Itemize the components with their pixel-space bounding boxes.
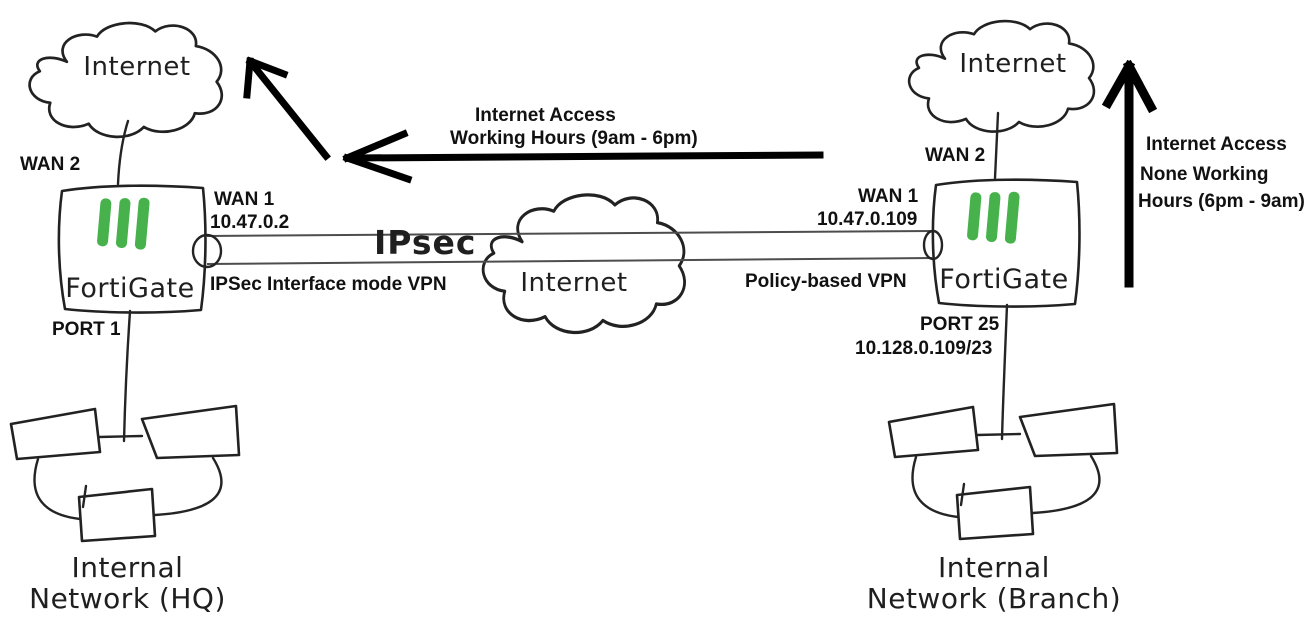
hq-network-label-line1: Internal [71,551,184,584]
hq-wan2-link [116,119,130,186]
hq-vpn-mode-label: IPSec Interface mode VPN [210,274,447,295]
branch-port-label: PORT 25 [920,314,1000,335]
branch-vpn-mode-label: Policy-based VPN [745,271,907,292]
hq-wan1-ip: 10.47.0.2 [210,212,290,233]
branch-lan-link [1000,303,1009,441]
hq-lan-link [122,309,132,443]
branch-network-label-line1: Internal [938,551,1050,584]
branch-network-label-line2: Network (Branch) [866,582,1122,615]
hq-fortinet-bars-icon [96,194,150,251]
branch-wan1-ip: 10.47.0.109 [817,209,918,230]
branch-access-annotation-line1: Internet Access [1146,134,1287,155]
branch-wan1-loop [922,229,944,261]
tunnel-line-top [206,230,935,237]
ipsec-tunnel-label: IPsec [374,223,477,262]
tunnel-line-bottom [206,257,933,265]
branch-wan2-link [993,111,1000,180]
hq-wan2-label: WAN 2 [20,154,81,175]
branch-access-annotation-line3: Hours (6pm - 9am) [1138,191,1305,212]
tunnel-internet-cloud [481,193,687,335]
branch-internet-access-arrow [1101,59,1158,288]
hq-access-annotation-line2: Working Hours (9am - 6pm) [450,128,698,149]
branch-wan2-label: WAN 2 [925,145,986,166]
hq-network-label: Internal Network (HQ) [5,552,250,614]
branch-port-ip: 10.128.0.109/23 [855,338,993,359]
hq-network-label-line2: Network (HQ) [29,582,226,615]
hq-wan1-label: WAN 1 [214,189,275,210]
hq-port-label: PORT 1 [52,319,121,340]
hq-internet-access-arrow [243,56,824,184]
branch-access-annotation-line2: None Working [1140,164,1269,185]
tunnel-cloud-label: Internet [520,268,628,298]
branch-fortinet-bars-icon [966,188,1020,245]
hq-access-annotation-line1: Internet Access [475,105,616,126]
branch-device-label: FortiGate [939,264,1069,295]
hq-cloud-label: Internet [83,52,191,82]
hq-wan1-loop [191,233,223,269]
branch-cloud-label: Internet [959,49,1067,79]
hq-device-label: FortiGate [65,273,195,304]
branch-wan1-label: WAN 1 [858,186,919,207]
branch-network-label: Internal Network (Branch) [860,552,1128,614]
